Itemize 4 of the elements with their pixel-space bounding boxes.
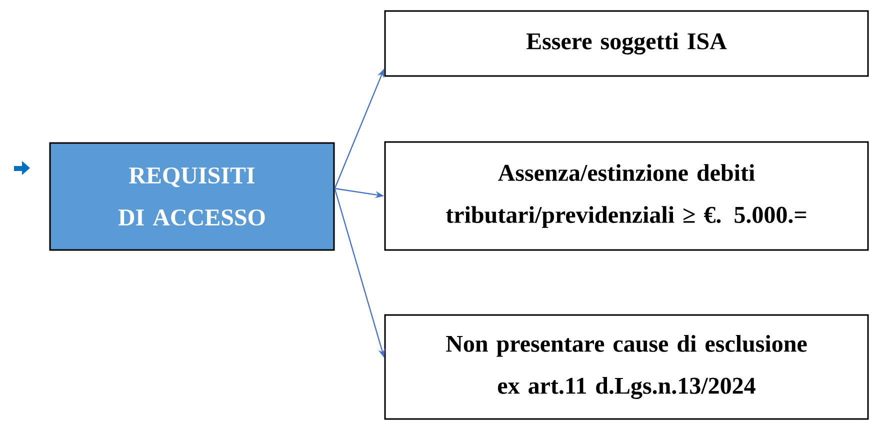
requirement-box: Assenza/estinzione debiti tributari/previdenziali ≥ €. 5.000.=	[384, 141, 869, 251]
requirement-box: Non presentare cause di esclusione ex art.11 d.Lgs.n.13/2024	[384, 314, 869, 420]
requirement-box: Essere soggetti ISA	[384, 10, 869, 77]
heading-box: REQUISITI DI ACCESSO	[49, 142, 335, 251]
